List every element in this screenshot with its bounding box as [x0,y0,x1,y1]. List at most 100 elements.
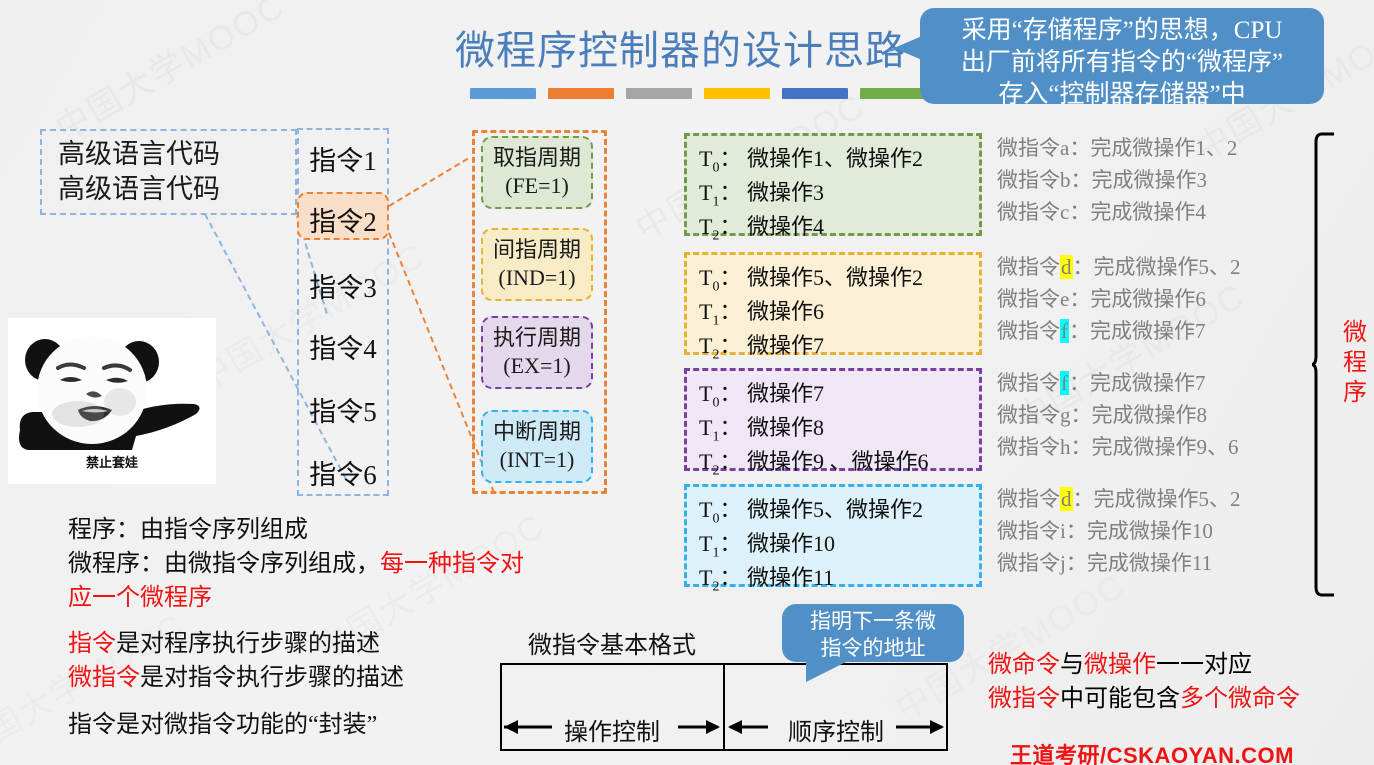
watermark-text: 中国大学MOOC [49,0,292,149]
cycle-box-fetch[interactable]: 取指周期 (FE=1) [481,136,593,209]
micro-instruction-line: 微指令h：完成微操作9、6 [997,434,1239,459]
high-level-code-line1: 高级语言代码 [58,139,220,169]
t-subscript: 2 [712,347,720,363]
mi-id-highlight-yellow: d [1060,487,1073,511]
bubble-tail-icon [894,36,922,60]
cycle-name-execute: 执行周期 [492,325,581,350]
arrow-operation-icon [504,711,720,743]
t-subscript: 0 [712,511,720,527]
callout-bubble-bottom: 指明下一条微 指令的地址 [782,604,964,682]
color-bar-3 [626,88,692,99]
micro-instruction-group-1: 微指令a：完成微操作1、2 微指令b：完成微操作3 微指令c：完成微操作4 [997,133,1317,229]
callout-bottom-line2: 指令的地址 [820,635,926,660]
notes-line-1: 程序：由指令序列组成 [68,517,308,543]
micro-op-row: T1： 微操作6 [699,298,824,329]
format-diagram-title: 微指令基本格式 [528,633,696,659]
micro-op-row: T0： 微操作1、微操作2 [699,146,923,176]
instruction-item-3[interactable]: 指令3 [309,273,377,303]
cycles-container [472,130,607,494]
page-title: 微程序控制器的设计思路 [455,28,906,73]
mi-id: a [1060,136,1070,160]
micro-op-row: T1： 微操作3 [699,179,824,210]
notes-line-2: 微程序：由微指令序列组成，每一种指令对 [68,551,524,578]
cycle-box-indirect[interactable]: 间指周期 (IND=1) [481,228,593,301]
micro-op-text: 微操作8 [746,414,824,440]
micro-op-text: 微操作5、微操作2 [746,265,923,290]
instruction-2-highlight[interactable] [297,192,389,240]
mi-id-highlight-yellow: d [1060,255,1073,279]
micro-op-group-execute: T0： 微操作7 T1： 微操作8 T2： 微操作9 、微操作6 [684,368,982,478]
instruction-item-5[interactable]: 指令5 [309,397,377,427]
micro-instruction-line: 微指令d：完成微操作5、2 [997,487,1241,511]
micro-instruction-line: 微指令c：完成微操作4 [997,199,1206,224]
micro-op-row: T2： 微操作4 [699,213,824,244]
brace-icon [1312,132,1334,597]
mi-id: h [1060,434,1071,459]
arrow-sequence-icon [728,711,944,743]
high-level-code-line2: 高级语言代码 [58,174,220,205]
cycle-box-execute[interactable]: 执行周期 (EX=1) [481,316,593,389]
instruction-item-4[interactable]: 指令4 [309,334,377,364]
panda-meme-image [8,318,216,484]
micro-op-group-indirect: T0： 微操作5、微操作2 T1： 微操作6 T2： 微操作7 [684,252,982,362]
micro-op-row: T2： 微操作7 [699,332,824,363]
format-diagram-labels: 操作控制 顺序控制 [500,707,948,751]
high-level-code-box: 高级语言代码 高级语言代码 [40,129,297,215]
color-bar-4 [704,88,770,99]
format-cell-operation [502,665,725,749]
cycle-name-fetch: 取指周期 [492,145,581,170]
color-bar-2 [548,88,614,99]
notes-line-5: 微指令是对指令执行步骤的描述 [68,665,404,692]
cycle-name-indirect: 间指周期 [492,237,581,262]
mi-id: g [1060,402,1071,427]
micro-op-row: T2： 微操作9 、微操作6 [699,448,929,479]
micro-instruction-group-3: 微指令f：完成微操作7 微指令g：完成微操作8 微指令h：完成微操作9、6 [997,368,1317,464]
micro-op-text: 微操作6 [746,298,824,324]
brace-label-char-3: 序 [1343,380,1367,406]
micro-op-row: T0： 微操作5、微操作2 [699,497,923,527]
color-bar-1 [470,88,536,99]
brace-label-char-2: 程 [1343,350,1367,376]
mi-id: c [1060,199,1070,224]
instruction-item-6[interactable]: 指令6 [309,460,377,490]
micro-op-text: 微操作1、微操作2 [746,146,923,171]
format-label-operation-wrap: 操作控制 [500,707,724,751]
color-bar-6 [860,88,926,99]
notes-paragraph-2: 指令是对程序执行步骤的描述 微指令是对指令执行步骤的描述 [68,627,404,695]
notes-line-4: 指令是对程序执行步骤的描述 [68,631,380,657]
micro-op-text: 微操作10 [746,530,835,556]
notes-paragraph-3: 指令是对微指令功能的“封装” [68,712,378,738]
t-subscript: 0 [712,395,720,411]
panda-caption: 禁止套娃 [85,455,138,470]
micro-op-group-fetch: T0： 微操作1、微操作2 T1： 微操作3 T2： 微操作4 [684,133,982,243]
cycle-name-interrupt: 中断周期 [492,419,581,444]
instruction-item-2[interactable]: 指令2 [309,207,377,237]
micro-instruction-line: 微指令f：完成微操作7 [997,371,1206,395]
brand-watermark: 王道考研/CSKAOYAN.COM [1010,743,1294,765]
t-subscript: 1 [712,545,720,561]
callout-bottom-line1: 指明下一条微 [810,609,936,633]
micro-op-row: T0： 微操作5、微操作2 [699,265,923,295]
cycle-flag-execute: (EX=1) [503,353,571,379]
mi-id: b [1060,167,1071,192]
micro-op-group-interrupt: T0： 微操作5、微操作2 T1： 微操作10 T2： 微操作11 [684,484,982,594]
micro-op-text: 微操作7 [746,332,824,358]
format-diagram-table [500,663,948,751]
micro-instruction-line: 微指令f：完成微操作7 [997,318,1206,343]
mi-id-highlight-cyan: f [1060,318,1069,343]
micro-instruction-line: 微指令a：完成微操作1、2 [997,136,1238,160]
cycle-box-interrupt[interactable]: 中断周期 (INT=1) [481,410,593,483]
instruction-item-1[interactable]: 指令1 [309,146,377,176]
micro-op-text: 微操作11 [746,564,835,590]
instruction-list-box [297,128,389,496]
micro-op-text: 微操作3 [746,179,824,205]
mi-id: e [1060,286,1070,311]
format-label-operation: 操作控制 [564,719,660,746]
notes-line-3: 应一个微程序 [68,585,212,612]
micro-instruction-line: 微指令i：完成微操作10 [997,518,1213,543]
mi-id: j [1060,550,1066,575]
micro-op-row: T0： 微操作7 [699,381,824,411]
micro-op-text: 微操作9 、微操作6 [746,448,929,474]
color-bar-strip [470,88,926,99]
